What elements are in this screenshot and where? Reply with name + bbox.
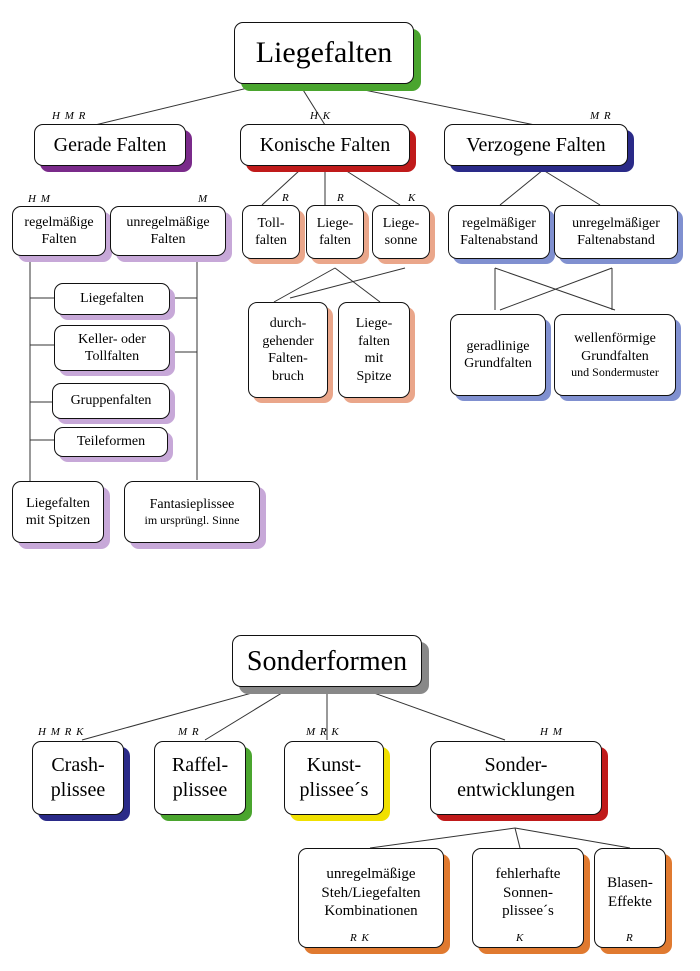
gerade-item-gruppenfalten-label: Gruppenfalten xyxy=(70,393,152,409)
sonder-blasen-label: Blasen- Effekte xyxy=(607,875,653,910)
gerade-fantasieplissee-label: Fantasieplissee xyxy=(149,496,235,512)
konische-spitze-box: Liege- falten mit Spitze xyxy=(338,302,410,398)
gerade-item-teileformen-label: Teileformen xyxy=(76,434,146,450)
root-sonderformen-title: Sonderformen xyxy=(246,645,408,677)
konische-liegesonne-box: Liege- sonne xyxy=(372,205,430,259)
verzogene-wellenfoermige-box: wellenförmige Grundfalten und Sondermust… xyxy=(554,314,676,396)
tag-konische-toll: R xyxy=(282,192,290,204)
gerade-regelmaessige-box: regelmäßige Falten xyxy=(12,206,106,256)
konische-spitze-label: Liege- falten mit Spitze xyxy=(355,316,393,384)
tag-gerade-regel: H M xyxy=(28,193,51,205)
verzogene-unregelmaessiger-box: unregelmäßiger Faltenabstand xyxy=(554,205,678,259)
sonder-fehlerhafte-box: fehlerhafte Sonnen- plissee´s xyxy=(472,848,584,948)
tag-kunst: M R K xyxy=(306,726,340,738)
konische-liegesonne-label: Liege- sonne xyxy=(382,215,420,249)
gerade-unregelmaessige-label: unregelmäßige Falten xyxy=(126,214,210,248)
gerade-item-keller-label: Keller- oder Tollfalten xyxy=(78,331,146,365)
tag-raffel: M R xyxy=(178,726,200,738)
sonder-unregelmaessige-label: unregelmäßige Steh/Liegefalten Kombinati… xyxy=(321,865,421,920)
kunst-plissee-label: Kunst- plissee´s xyxy=(299,754,369,801)
tag-gerade-unregel: M xyxy=(198,193,209,205)
gerade-unregelmaessige-box: unregelmäßige Falten xyxy=(110,206,226,256)
konische-durchgehender-box: durch- gehender Falten- bruch xyxy=(248,302,328,398)
konische-durchgehender-label: durch- gehender Falten- bruch xyxy=(262,316,314,384)
verzogene-falten-box: Verzogene Falten xyxy=(444,124,628,166)
verzogene-regelmaessiger-label: regelmäßiger Faltenabstand xyxy=(460,215,538,249)
verzogene-wellenfoermige-label: wellenförmige Grundfalten xyxy=(574,331,656,364)
tag-sonder: H M xyxy=(540,726,563,738)
konische-tollfalten-box: Toll- falten xyxy=(242,205,300,259)
tag-sonder-blasen: R xyxy=(626,932,634,944)
gerade-falten-box: Gerade Falten xyxy=(34,124,186,166)
raffel-plissee-label: Raffel- plissee xyxy=(171,754,229,801)
verzogene-wellenfoermige-sub: und Sondermuster xyxy=(571,365,659,379)
konische-falten-label: Konische Falten xyxy=(259,133,391,156)
gerade-item-keller: Keller- oder Tollfalten xyxy=(54,325,170,371)
tag-sonder-unregel: R K xyxy=(350,932,370,944)
sonder-fehlerhafte-label: fehlerhafte Sonnen- plissee´s xyxy=(495,865,561,920)
konische-liegefalten-label: Liege- falten xyxy=(316,215,354,249)
konische-tollfalten-label: Toll- falten xyxy=(255,215,287,249)
verzogene-unregelmaessiger-label: unregelmäßiger Faltenabstand xyxy=(572,215,660,249)
crash-plissee-box: Crash- plissee xyxy=(32,741,124,815)
gerade-item-liegefalten: Liegefalten xyxy=(54,283,170,315)
konische-falten-box: Konische Falten xyxy=(240,124,410,166)
tag-konische-liege: R xyxy=(337,192,345,204)
gerade-item-liegefalten-label: Liegefalten xyxy=(80,291,144,307)
tag-konische: H K xyxy=(310,110,332,122)
verzogene-geradlinige-label: geradlinige Grundfalten xyxy=(464,338,532,372)
sonder-blasen-box: Blasen- Effekte xyxy=(594,848,666,948)
sonderentwicklungen-label: Sonder- entwicklungen xyxy=(457,754,575,801)
tag-verzogene: M R xyxy=(590,110,612,122)
verzogene-geradlinige-box: geradlinige Grundfalten xyxy=(450,314,546,396)
sonderentwicklungen-box: Sonder- entwicklungen xyxy=(430,741,602,815)
sonder-unregelmaessige-box: unregelmäßige Steh/Liegefalten Kombinati… xyxy=(298,848,444,948)
gerade-falten-label: Gerade Falten xyxy=(53,133,167,156)
root-liegefalten-box: Liegefalten xyxy=(234,22,414,84)
verzogene-falten-label: Verzogene Falten xyxy=(466,133,606,156)
gerade-fantasieplissee-box: Fantasieplissee im ursprüngl. Sinne xyxy=(124,481,260,543)
raffel-plissee-box: Raffel- plissee xyxy=(154,741,246,815)
tag-crash: H M R K xyxy=(38,726,85,738)
verzogene-regelmaessiger-box: regelmäßiger Faltenabstand xyxy=(448,205,550,259)
root-liegefalten-title: Liegefalten xyxy=(255,36,393,70)
gerade-item-gruppenfalten: Gruppenfalten xyxy=(52,383,170,419)
kunst-plissee-box: Kunst- plissee´s xyxy=(284,741,384,815)
gerade-liegefalten-spitzen-box: Liegefalten mit Spitzen xyxy=(12,481,104,543)
tag-konische-sonne: K xyxy=(408,192,417,204)
gerade-regelmaessige-label: regelmäßige Falten xyxy=(24,214,94,248)
root-sonderformen-box: Sonderformen xyxy=(232,635,422,687)
tag-sonder-fehler: K xyxy=(516,932,525,944)
tag-gerade: H M R xyxy=(52,110,87,122)
konische-liegefalten-box: Liege- falten xyxy=(306,205,364,259)
crash-plissee-label: Crash- plissee xyxy=(50,754,106,801)
gerade-liegefalten-spitzen-label: Liegefalten mit Spitzen xyxy=(25,495,91,529)
gerade-item-teileformen: Teileformen xyxy=(54,427,168,457)
gerade-fantasieplissee-sub: im ursprüngl. Sinne xyxy=(144,513,240,528)
